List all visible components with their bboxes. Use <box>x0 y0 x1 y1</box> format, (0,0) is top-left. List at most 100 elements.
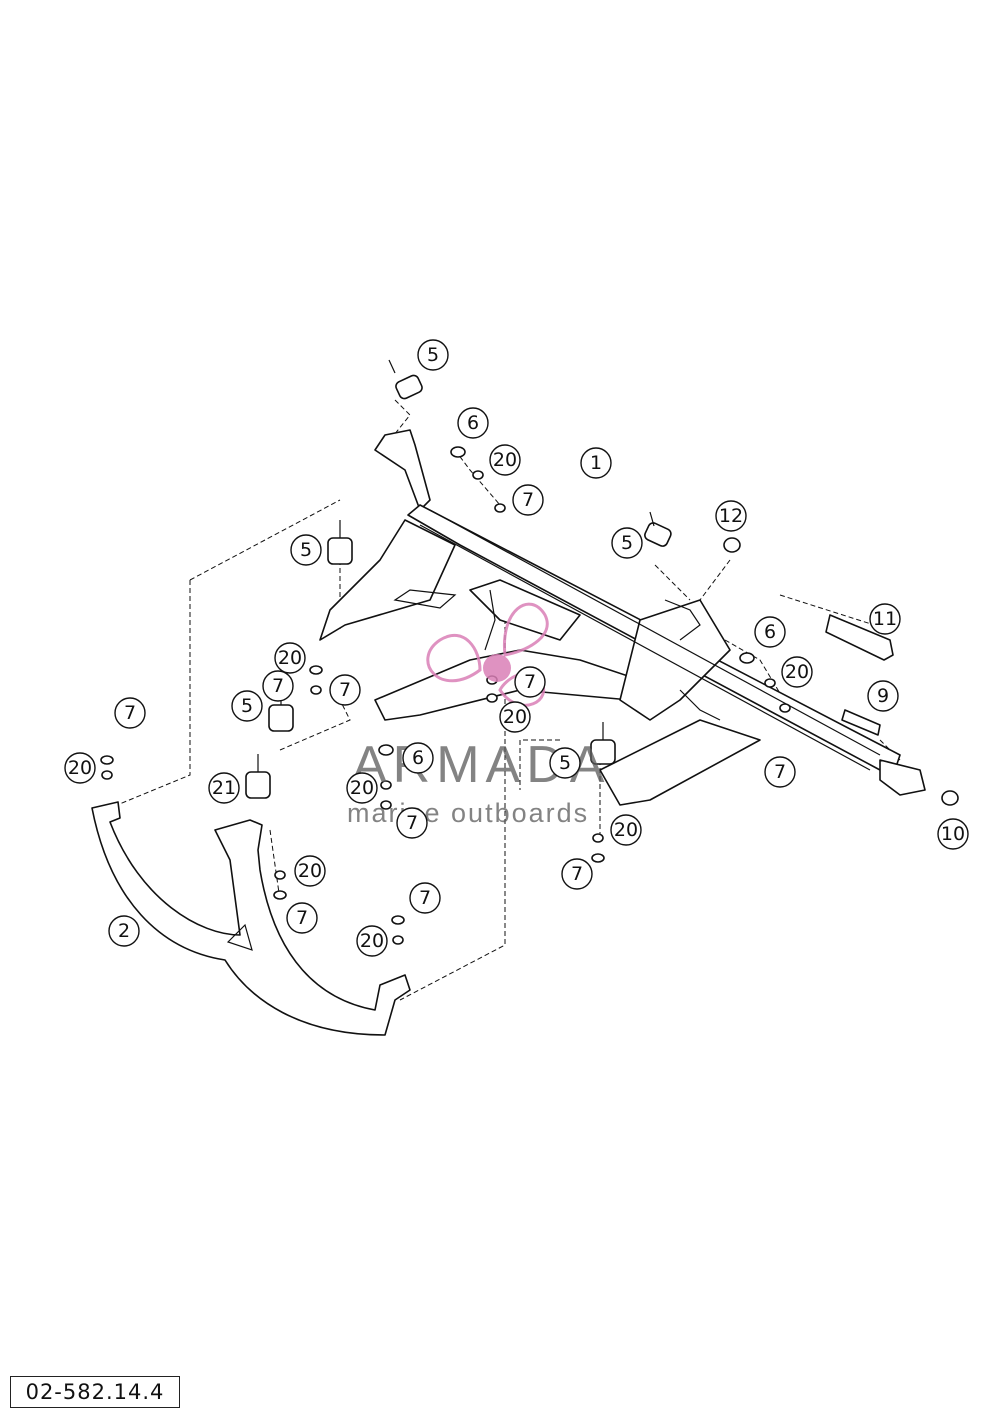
callout-label: 7 <box>339 679 351 701</box>
callout-label: 6 <box>412 747 424 769</box>
callout-label: 20 <box>493 449 517 471</box>
callout-label: 5 <box>241 695 253 717</box>
callout-part-20: 20 <box>64 752 96 784</box>
callout-circle <box>329 674 361 706</box>
callout-part-20: 20 <box>356 925 388 957</box>
callout-part-20: 20 <box>346 772 378 804</box>
callout-circle <box>294 855 326 887</box>
callout-circle <box>867 680 899 712</box>
callout-label: 20 <box>298 860 322 882</box>
callout-circle <box>764 756 796 788</box>
callout-label: 5 <box>621 532 633 554</box>
callout-circle <box>512 484 544 516</box>
callout-part-20: 20 <box>294 855 326 887</box>
callout-circle <box>208 772 240 804</box>
callout-part-5: 5 <box>417 339 449 371</box>
callout-circle <box>715 500 747 532</box>
callout-circle <box>290 534 322 566</box>
callout-circle <box>754 616 786 648</box>
callout-circle <box>869 603 901 635</box>
callout-circle <box>561 858 593 890</box>
callout-part-6: 6 <box>754 616 786 648</box>
callout-circle <box>580 447 612 479</box>
callout-label: 12 <box>719 505 743 527</box>
callout-label: 5 <box>300 539 312 561</box>
callout-circle <box>356 925 388 957</box>
callout-label: 20 <box>614 819 638 841</box>
callout-part-9: 9 <box>867 680 899 712</box>
callout-label: 6 <box>467 412 479 434</box>
rubber-mount <box>644 511 672 547</box>
callout-circle <box>937 818 969 850</box>
callout-part-5: 5 <box>611 527 643 559</box>
callout-part-7: 7 <box>512 484 544 516</box>
callout-circle <box>402 742 434 774</box>
rubber-mount <box>245 754 271 799</box>
callout-label: 7 <box>124 702 136 724</box>
callout-label: 5 <box>427 344 439 366</box>
callout-label: 20 <box>350 777 374 799</box>
callout-part-20: 20 <box>274 642 306 674</box>
callout-part-7: 7 <box>329 674 361 706</box>
callout-label: 9 <box>877 685 889 707</box>
callout-label: 20 <box>360 930 384 952</box>
callout-circle <box>396 807 428 839</box>
callout-part-5: 5 <box>231 690 263 722</box>
callout-label: 1 <box>590 452 602 474</box>
callout-part-6: 6 <box>457 407 489 439</box>
callout-part-7: 7 <box>764 756 796 788</box>
callout-label: 7 <box>296 907 308 929</box>
callout-circle <box>611 527 643 559</box>
callout-label: 7 <box>524 671 536 693</box>
fasteners <box>100 446 959 945</box>
callout-label: 21 <box>212 777 236 799</box>
callout-circle <box>549 747 581 779</box>
callout-circle <box>346 772 378 804</box>
callout-circle <box>457 407 489 439</box>
callout-layer: 5620711255207572021262072075207116209710… <box>64 339 969 957</box>
watermark-subtitle: marine outboards <box>347 798 589 828</box>
callout-circle <box>610 814 642 846</box>
callout-label: 11 <box>873 608 897 630</box>
callout-circle <box>64 752 96 784</box>
callout-label: 7 <box>406 812 418 834</box>
callout-circle <box>409 882 441 914</box>
engine-bracket-ring <box>91 801 411 1036</box>
callout-label: 7 <box>272 675 284 697</box>
callout-circle <box>114 697 146 729</box>
armada-watermark: ARMADA marine outboards <box>347 602 604 828</box>
callout-part-1: 1 <box>580 447 612 479</box>
callout-label: 20 <box>503 706 527 728</box>
callout-part-12: 12 <box>715 500 747 532</box>
callout-label: 20 <box>278 647 302 669</box>
callout-circle <box>489 444 521 476</box>
callout-circle <box>108 915 140 947</box>
callout-label: 7 <box>774 761 786 783</box>
callout-part-11: 11 <box>869 603 901 635</box>
callout-part-2: 2 <box>108 915 140 947</box>
callout-part-20: 20 <box>781 656 813 688</box>
callout-circle <box>231 690 263 722</box>
callout-part-7: 7 <box>409 882 441 914</box>
callout-label: 5 <box>559 752 571 774</box>
rubber-mounts <box>245 359 672 799</box>
callout-circle <box>262 670 294 702</box>
callout-label: 10 <box>941 823 965 845</box>
callout-part-7: 7 <box>286 902 318 934</box>
callout-circle <box>274 642 306 674</box>
callout-circle <box>514 666 546 698</box>
callout-part-7: 7 <box>514 666 546 698</box>
callout-part-7: 7 <box>561 858 593 890</box>
callout-label: 7 <box>571 863 583 885</box>
callout-part-21: 21 <box>208 772 240 804</box>
callout-circle <box>781 656 813 688</box>
callout-part-20: 20 <box>499 701 531 733</box>
callout-label: 20 <box>785 661 809 683</box>
callout-part-10: 10 <box>937 818 969 850</box>
callout-part-7: 7 <box>396 807 428 839</box>
rubber-mount <box>590 722 616 765</box>
callout-part-7: 7 <box>262 670 294 702</box>
main-frame <box>319 429 926 806</box>
callout-part-20: 20 <box>489 444 521 476</box>
